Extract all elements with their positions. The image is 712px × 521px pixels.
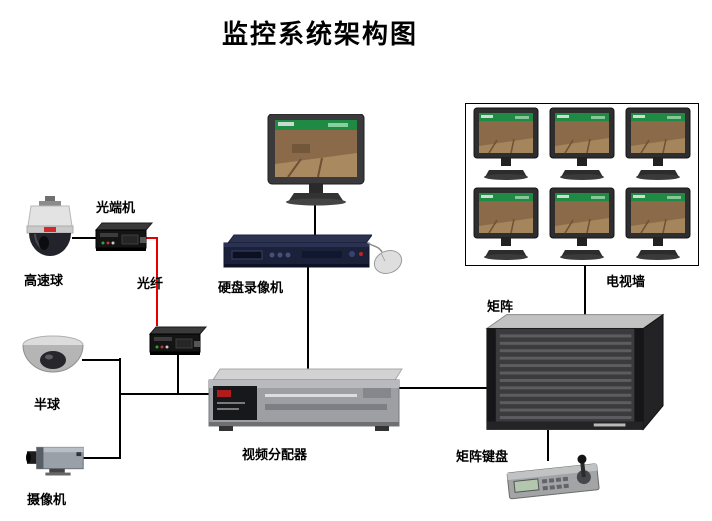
connector-fiber-vertical: [156, 237, 158, 326]
tv-wall-monitor: [623, 107, 693, 183]
connector-domecam-trunk: [82, 359, 121, 361]
label-matrix: 矩阵: [487, 299, 514, 314]
mouse-image: [366, 240, 408, 276]
tv-wall-frame: [465, 103, 699, 266]
label-tv-wall: 电视墙: [606, 274, 646, 289]
diagram-title: 监控系统架构图: [221, 20, 418, 49]
label-speed-dome: 高速球: [24, 273, 64, 288]
dome-camera-image: [20, 330, 86, 392]
monitor-image: [266, 114, 366, 206]
connector-boxcam-trunk: [82, 457, 121, 459]
tv-wall-monitor: [547, 187, 617, 263]
connector-dvr-distributor: [307, 267, 309, 369]
label-dvr: 硬盘录像机: [218, 280, 284, 295]
connector-speeddome-transceiver: [72, 237, 96, 239]
video-distributor-image: [205, 364, 403, 438]
optical-transceiver-1-image: [92, 218, 154, 258]
connector-transceiver2-down: [177, 355, 179, 394]
tv-wall-monitor: [471, 107, 541, 183]
connector-matrix-tvwall: [584, 266, 586, 322]
matrix-keyboard-image: [500, 450, 612, 504]
optical-transceiver-2-image: [146, 322, 208, 362]
label-video-distributor: 视频分配器: [242, 447, 308, 462]
connector-trunk-vertical: [119, 358, 121, 459]
label-matrix-keyboard: 矩阵键盘: [456, 449, 509, 464]
connector-trunk-distributor: [120, 393, 210, 395]
connector-matrix-keyboard: [547, 430, 549, 461]
connector-distributor-matrix: [399, 387, 488, 389]
box-camera-image: [26, 436, 90, 482]
matrix-image: [477, 310, 667, 436]
label-box-camera: 摄像机: [27, 492, 67, 507]
dvr-image: [222, 231, 372, 271]
label-dome-camera: 半球: [34, 397, 61, 412]
label-optical-transceiver: 光端机: [96, 200, 136, 215]
speed-dome-camera-image: [14, 196, 86, 270]
tv-wall-monitor: [547, 107, 617, 183]
tv-wall-monitor: [623, 187, 693, 263]
label-fiber: 光纤: [137, 276, 164, 291]
tv-wall-monitor: [471, 187, 541, 263]
connector-monitor-dvr: [314, 200, 316, 238]
connector-fiber-horizontal: [146, 237, 158, 239]
